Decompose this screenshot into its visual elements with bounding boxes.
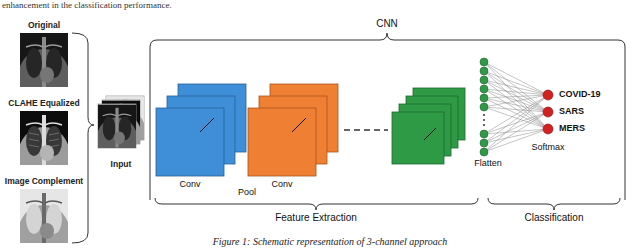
xray-image: [18, 189, 70, 249]
dense-link: [484, 95, 548, 98]
softmax-neuron: [543, 90, 553, 100]
flatten-neuron: [480, 139, 488, 147]
image-heading: Input: [111, 160, 132, 170]
dense-link: [484, 112, 548, 134]
flatten-neuron: [480, 94, 488, 102]
flatten-neuron: [480, 85, 488, 93]
section-brace: [488, 198, 620, 210]
xray-image: [18, 33, 70, 105]
layer-label: Conv: [271, 179, 292, 189]
figure-caption: Figure 1: Schematic representation of 3-…: [213, 236, 448, 248]
dense-link: [484, 129, 548, 143]
softmax-neuron: [543, 107, 553, 117]
feature-map: [392, 112, 444, 164]
layer-label: Softmax: [531, 142, 564, 152]
image-panel: Original: [20, 21, 68, 87]
dense-layer: [480, 58, 553, 156]
flatten-neuron: [480, 67, 488, 75]
flatten-neuron: [480, 103, 488, 111]
image-panel: Image Complement: [3, 177, 86, 243]
image-heading: Original: [28, 21, 60, 31]
kernel-mark: [200, 118, 214, 132]
dense-link: [484, 71, 548, 129]
softmax-neuron: [543, 124, 553, 134]
dense-link: [484, 112, 548, 143]
dense-link: [484, 95, 548, 143]
ellipsis-dot: [483, 124, 485, 126]
dense-link: [484, 89, 548, 95]
dense-link: [484, 98, 548, 129]
body-text: enhancement in the classification perfor…: [2, 0, 172, 10]
continuation-dashes: [344, 129, 388, 131]
section-label: Classification: [525, 212, 584, 224]
dense-link: [484, 62, 548, 95]
feature-map: [248, 108, 316, 176]
ellipsis-dot: [483, 119, 485, 121]
kernel-mark: [424, 128, 436, 140]
dense-link: [484, 80, 548, 112]
image-panel: CLAHE Equalized: [6, 99, 82, 165]
image-panel: Input: [98, 94, 144, 170]
image-heading: CLAHE Equalized: [8, 99, 79, 109]
flatten-neuron: [480, 58, 488, 66]
layer-label: Pool: [238, 187, 256, 197]
dense-link: [484, 129, 548, 134]
flatten-neuron: [480, 148, 488, 156]
dense-link: [484, 89, 548, 112]
flatten-neuron: [480, 130, 488, 138]
image-heading: Image Complement: [5, 177, 83, 187]
class-label: MERS: [559, 123, 585, 133]
xray-image: [18, 111, 70, 183]
dense-link: [484, 80, 548, 129]
class-label: COVID-19: [559, 89, 601, 99]
section-title: CNN: [376, 18, 398, 30]
class-label: SARS: [559, 106, 584, 116]
dense-link: [484, 107, 548, 112]
ellipsis-dot: [483, 114, 485, 116]
input-bracket: [72, 33, 94, 243]
kernel-mark: [292, 118, 306, 132]
dense-link: [484, 95, 548, 134]
section-label: Feature Extraction: [275, 212, 357, 224]
section-brace: [155, 198, 478, 210]
dense-link: [484, 71, 548, 112]
cnn-bracket: [150, 33, 625, 200]
xray-image: [96, 105, 137, 162]
layer-label: Conv: [179, 179, 200, 189]
layer-label: Flatten: [474, 158, 502, 168]
flatten-neuron: [480, 76, 488, 84]
feature-map: [156, 108, 224, 176]
